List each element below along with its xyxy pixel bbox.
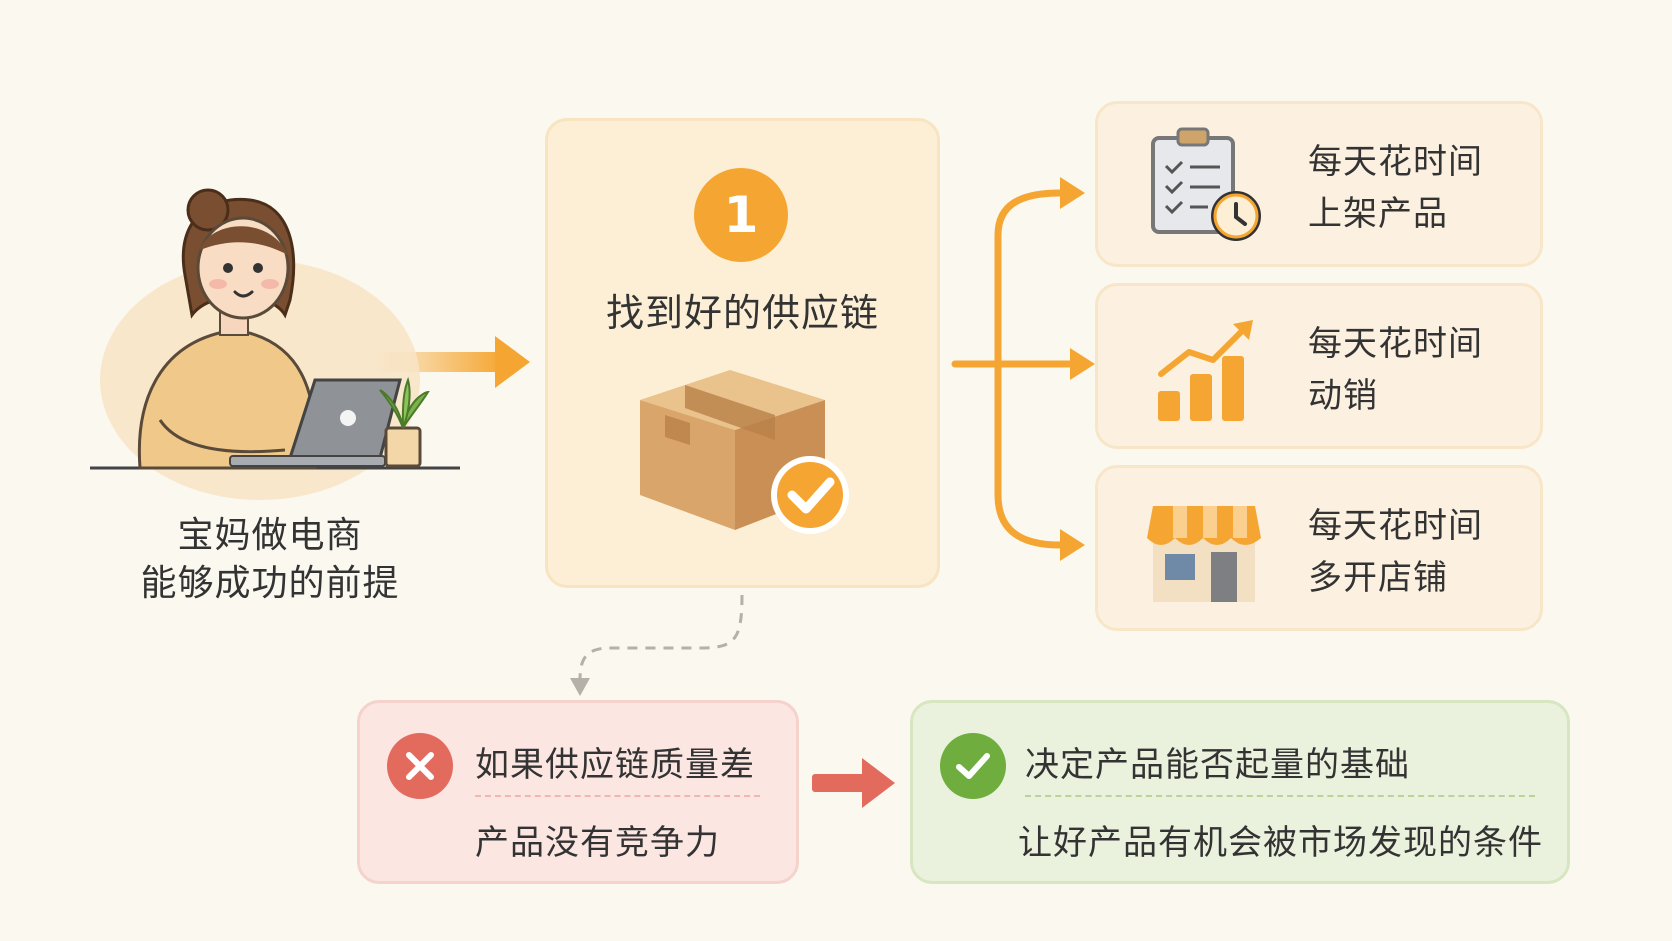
branch-sales-line2: 动销 [1308,376,1378,416]
good-outcome-card: 决定产品能否起量的基础 让好产品有机会被市场发现的条件 [910,700,1570,884]
good-outcome-line1: 决定产品能否起量的基础 [1025,745,1410,785]
arrow-branch-fork [951,189,1079,549]
dashed-arrow-to-bad [578,594,744,681]
package-check-icon [640,370,849,534]
supply-chain-title: 找到好的供应链 [605,291,879,335]
branch-arrowheads [1060,177,1095,561]
branch-stores-text: 每天花时间 多开店铺 [1308,500,1483,604]
good-outcome-divider [1025,795,1535,797]
clipboard-clock-icon [1151,127,1261,241]
bad-outcome-divider [475,795,760,797]
check-circle-icon [940,733,1006,799]
branch-sales-line1: 每天花时间 [1308,324,1483,364]
mom-at-laptop-illustration [90,188,460,500]
branch-sales-text: 每天花时间 动销 [1308,318,1483,422]
bad-outcome-line2: 产品没有竞争力 [475,823,720,863]
person-caption-line2: 能够成功的前提 [140,563,400,604]
good-outcome-line2: 让好产品有机会被市场发现的条件 [1018,823,1543,863]
bad-outcome-line1: 如果供应链质量差 [475,745,755,785]
bad-outcome-card: 如果供应链质量差 产品没有竞争力 [357,700,799,884]
branch-listing-text: 每天花时间 上架产品 [1308,136,1483,240]
x-circle-icon [387,733,453,799]
branch-stores-line1: 每天花时间 [1308,506,1483,546]
branch-card-stores: 每天花时间 多开店铺 [1095,465,1543,631]
storefront-icon [1147,506,1261,602]
branch-stores-line2: 多开店铺 [1308,558,1448,598]
branch-card-sales: 每天花时间 动销 [1095,283,1543,449]
person-caption-line1: 宝妈做电商 [177,515,363,556]
branch-card-listing: 每天花时间 上架产品 [1095,101,1543,267]
branch-listing-line1: 每天花时间 [1308,142,1483,182]
growth-chart-icon [1158,320,1253,421]
person-caption: 宝妈做电商 能够成功的前提 [90,512,450,608]
arrow-bad-to-good [812,758,895,808]
step-number-badge: 1 [694,168,788,262]
branch-listing-line2: 上架产品 [1308,194,1448,234]
